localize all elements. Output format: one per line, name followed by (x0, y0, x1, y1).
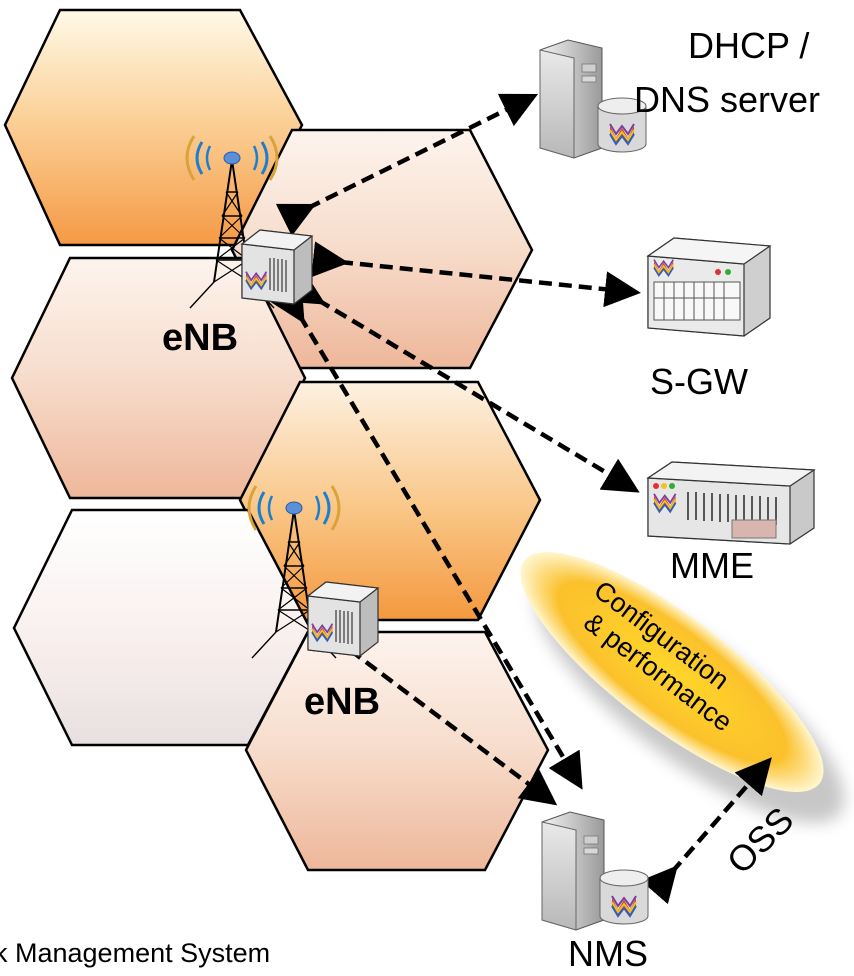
hex-cells (3, 8, 550, 872)
enb-bottom-label: eNB (304, 681, 380, 723)
footer-text: k Management System (0, 938, 270, 968)
enb-top-box (241, 229, 313, 305)
sgw-server (646, 237, 772, 337)
enb-bottom-box (307, 581, 379, 657)
mme-label: MME (670, 545, 754, 586)
dhcp-dns-server (539, 39, 647, 159)
mme-server (646, 461, 816, 545)
nms-label: NMS (568, 933, 648, 974)
sgw-label: S-GW (650, 361, 748, 402)
links (270, 93, 772, 905)
base-station-icon (241, 229, 313, 305)
dhcp-label-line1: DHCP / (688, 25, 809, 66)
hex-cell-bottom-left (12, 508, 312, 747)
link-nms-oss (640, 757, 772, 905)
hex-cell-bottom-right (244, 630, 550, 872)
dhcp-label-line2: DNS server (634, 79, 820, 120)
server-icon (539, 39, 603, 159)
base-station-icon (307, 581, 379, 657)
link-enb-bottom-nms (317, 619, 558, 806)
link-enb-dhcp (275, 93, 539, 237)
server-icon (541, 811, 605, 931)
nms-server (541, 811, 649, 931)
enb-top-label: eNB (162, 317, 238, 359)
